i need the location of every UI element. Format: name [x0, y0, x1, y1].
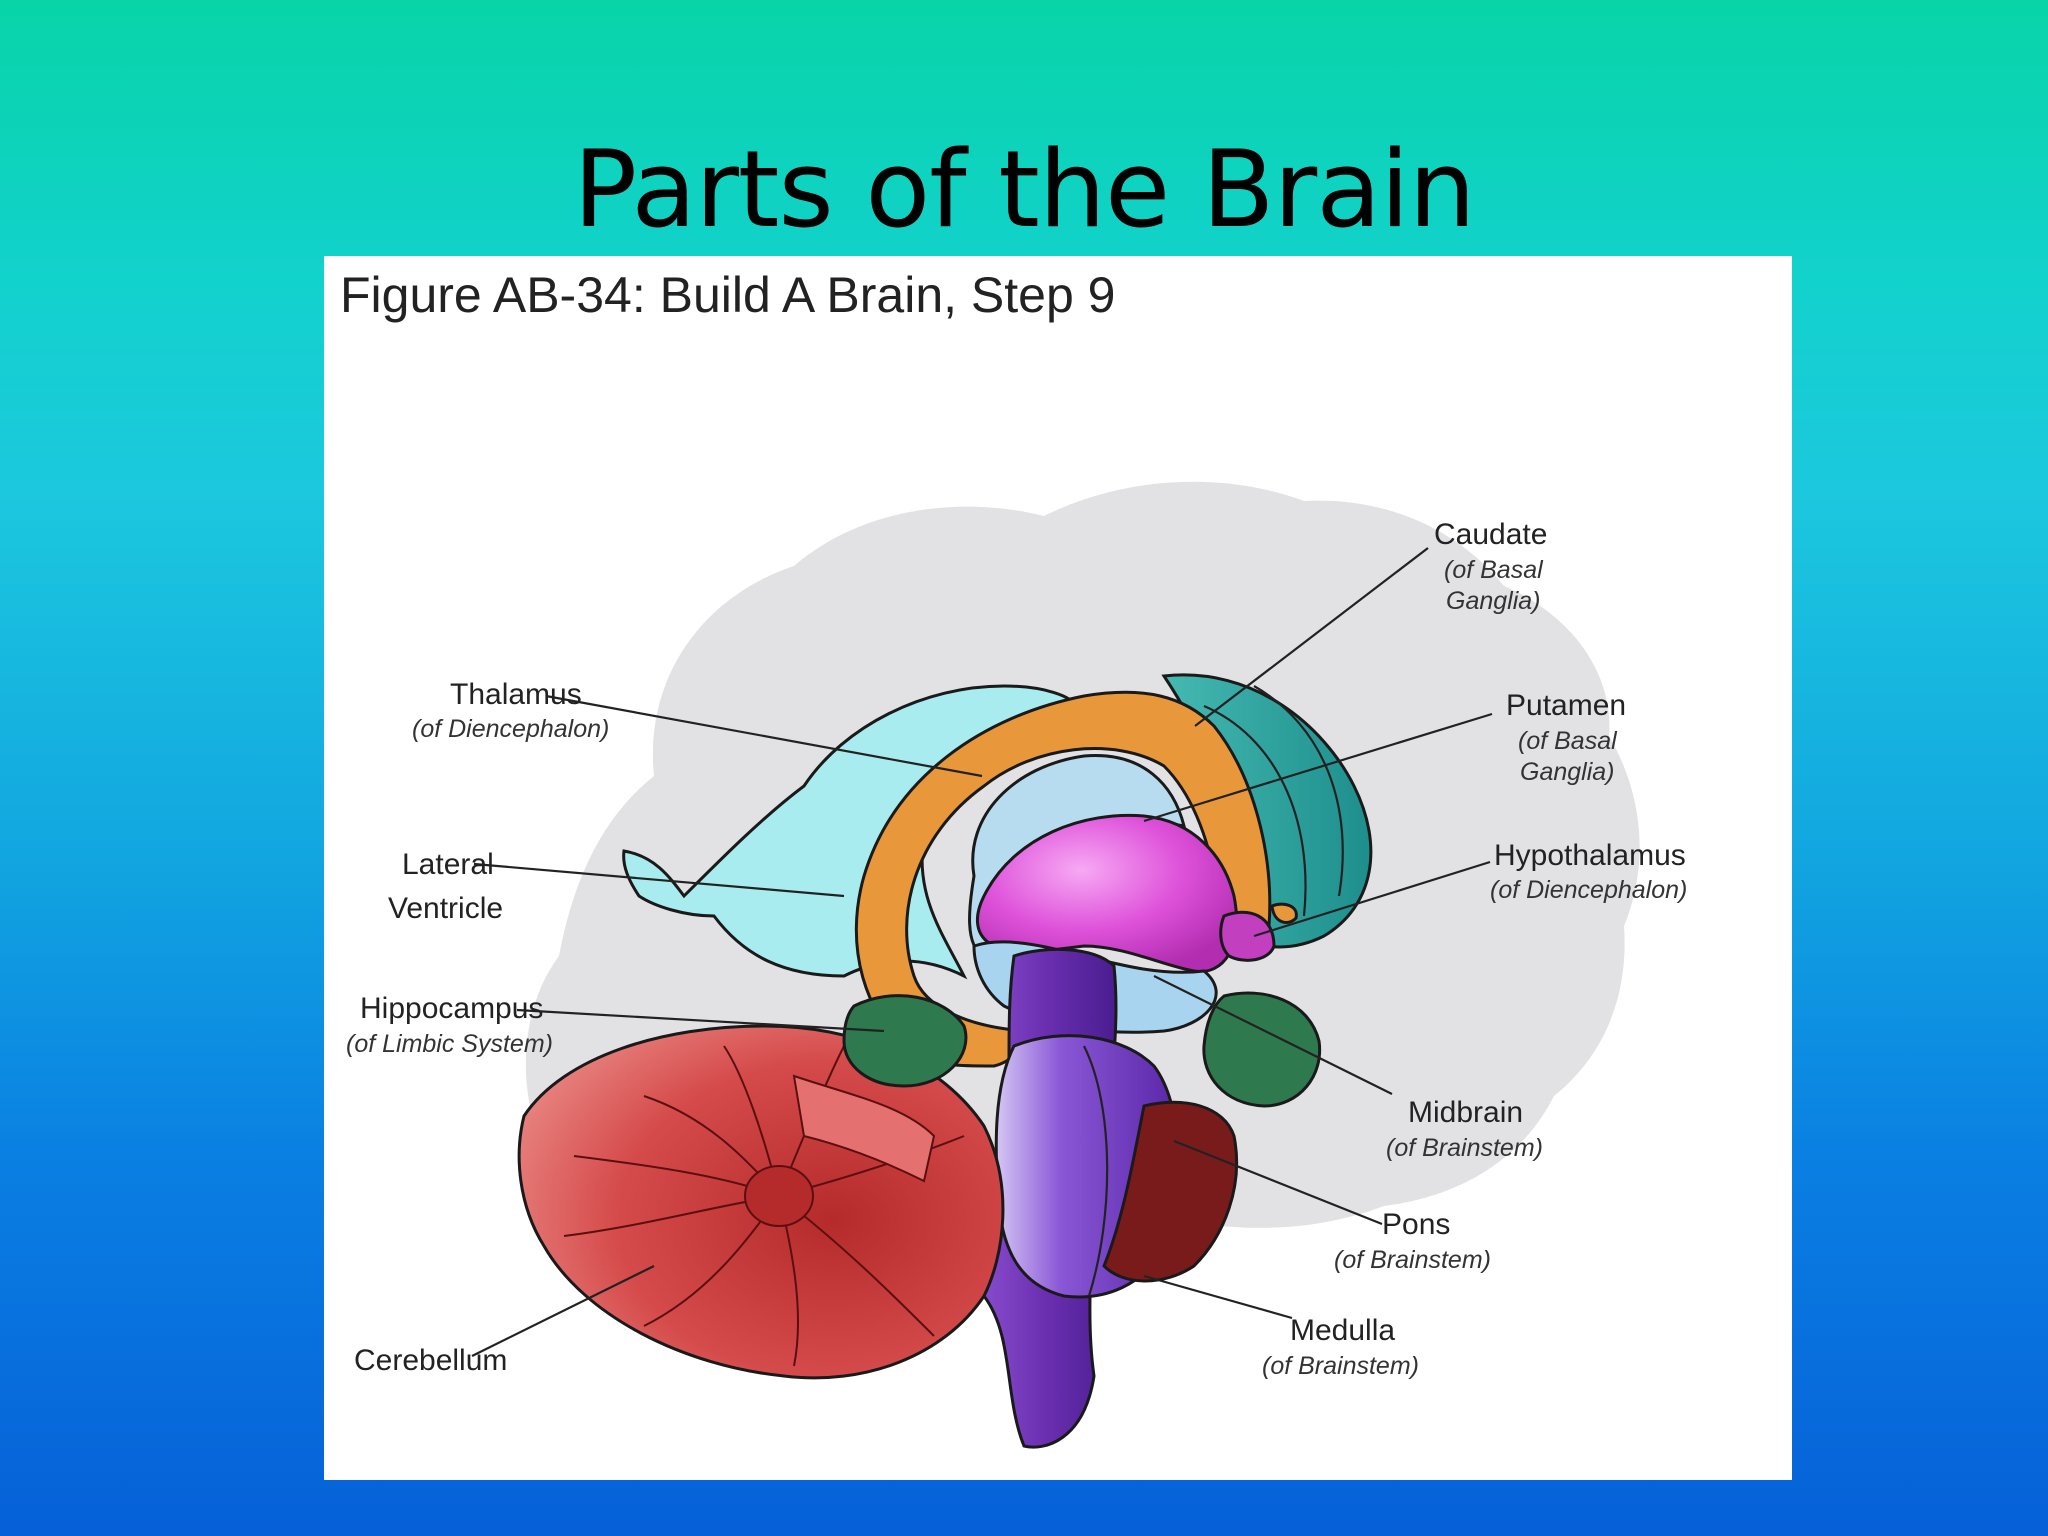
caudate-leader — [1194, 547, 1429, 727]
note-putamen-1: (of Basal — [1518, 727, 1618, 755]
note-medulla: (of Brainstem) — [1262, 1352, 1419, 1380]
label-pons: Pons — [1382, 1208, 1450, 1241]
label-hippocampus: Hippocampus — [360, 992, 543, 1025]
hippocampus-shape — [842, 994, 968, 1088]
label-cerebellum: Cerebellum — [354, 1344, 507, 1377]
note-caudate-1: (of Basal — [1444, 556, 1544, 584]
lateral-ventricle-leader — [473, 862, 845, 898]
label-hypothalamus: Hypothalamus — [1494, 839, 1686, 872]
hippocampus-leader — [516, 1008, 885, 1033]
note-midbrain: (of Brainstem) — [1386, 1134, 1543, 1162]
note-thalamus: (of Diencephalon) — [412, 715, 609, 743]
label-caudate: Caudate — [1434, 518, 1547, 551]
note-putamen-2: Ganglia) — [1520, 758, 1615, 786]
pons-leader — [1173, 1139, 1383, 1226]
thalamus-leader — [545, 694, 983, 778]
note-caudate-2: Ganglia) — [1446, 587, 1541, 615]
cerebellum-leader — [471, 1265, 655, 1357]
label-medulla: Medulla — [1290, 1314, 1395, 1347]
label-lateral-ventricle-2: Ventricle — [388, 892, 503, 925]
brain-diagram: Caudate (of Basal Ganglia) Putamen (of B… — [346, 481, 1687, 1449]
label-putamen: Putamen — [1506, 689, 1626, 722]
label-midbrain: Midbrain — [1408, 1096, 1523, 1129]
hypothalamus-leader — [1253, 860, 1491, 938]
note-pons: (of Brainstem) — [1334, 1246, 1491, 1274]
medulla-leader — [1143, 1274, 1293, 1320]
midbrain-leader — [1153, 975, 1393, 1095]
note-hippocampus: (of Limbic System) — [346, 1030, 553, 1058]
putamen-leader — [1143, 712, 1493, 823]
label-lateral-ventricle-1: Lateral — [402, 848, 494, 881]
label-thalamus: Thalamus — [450, 678, 582, 711]
hippocampus-shape-right — [1202, 991, 1322, 1108]
cerebellum-back — [1102, 1100, 1239, 1283]
brain-figure: Caudate (of Basal Ganglia) Putamen (of B… — [324, 256, 1792, 1480]
slide-title: Parts of the Brain — [573, 128, 1476, 251]
hypothalamus-shape — [1219, 910, 1276, 962]
figure-caption: Figure AB-34: Build A Brain, Step 9 — [340, 267, 1116, 323]
note-hypothalamus: (of Diencephalon) — [1490, 876, 1687, 904]
